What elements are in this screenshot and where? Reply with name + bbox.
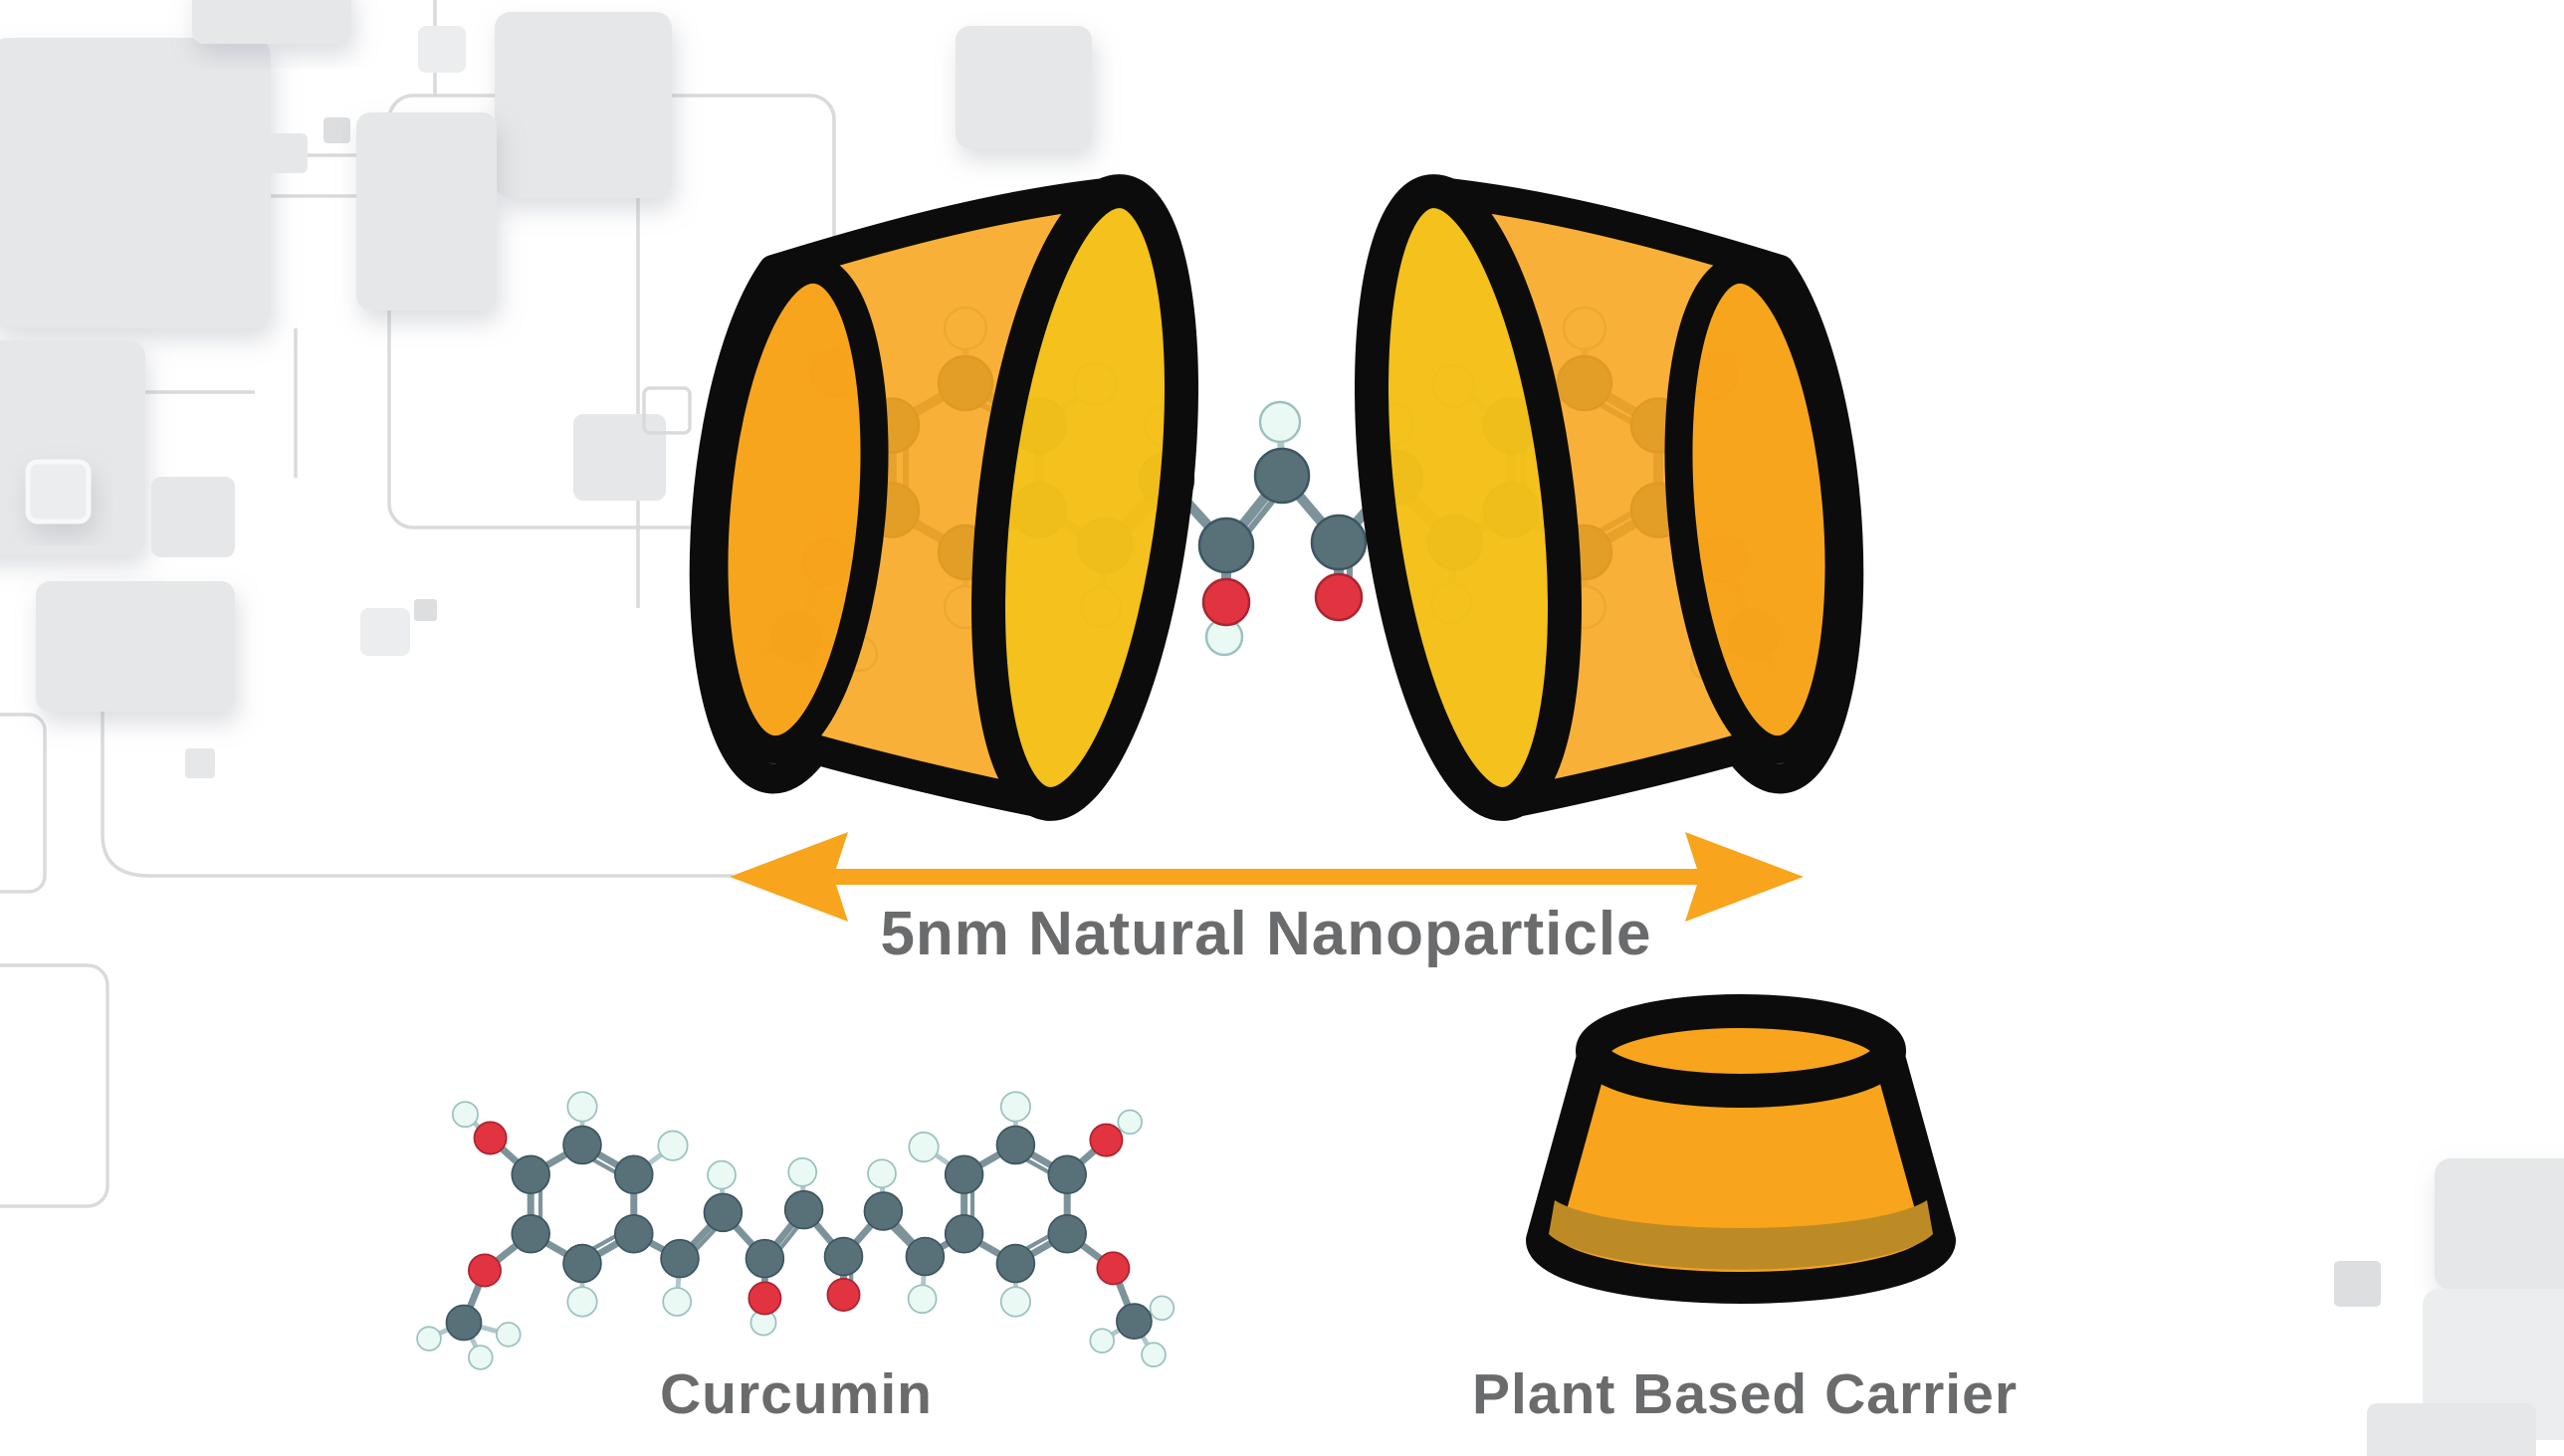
plant-based-carrier-icon (1526, 994, 1956, 1304)
pattern-connector-lines (101, 0, 734, 878)
measurement-arrow-icon (730, 832, 1804, 922)
label-nanoparticle-size: 5nm Natural Nanoparticle (880, 900, 1652, 968)
curcumin-molecule-icon (417, 1092, 1174, 1369)
nanoparticle-capsule-right-icon (1342, 180, 1857, 814)
label-plant-based-carrier: Plant Based Carrier (1471, 1362, 2019, 1426)
label-curcumin: Curcumin (659, 1362, 934, 1426)
nanoparticle-capsule-left-icon (696, 180, 1211, 814)
